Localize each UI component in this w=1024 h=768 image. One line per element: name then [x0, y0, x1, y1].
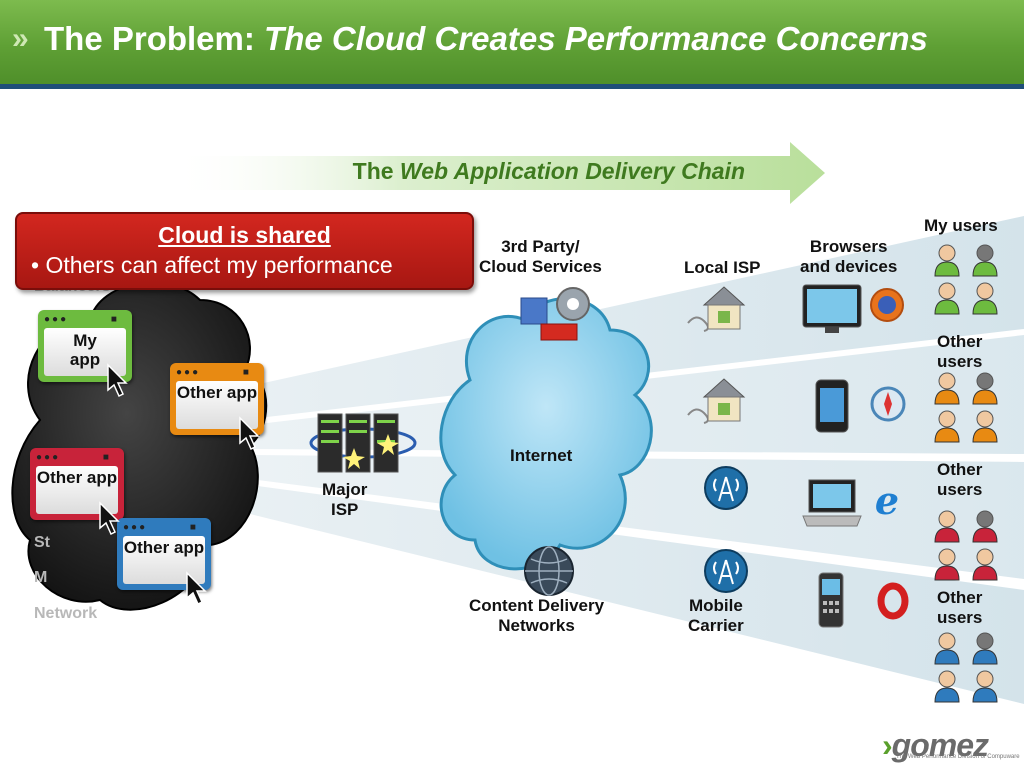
callout-title: Cloud is shared — [158, 222, 331, 248]
logo-tagline: The Web Performance Division of Compuwar… — [896, 754, 1020, 760]
app-label: Other app — [176, 381, 258, 429]
third-party-label: 3rd Party/Cloud Services — [479, 237, 602, 276]
house-icon — [687, 286, 746, 332]
user-icon — [934, 670, 960, 703]
monitor-firefox-icon — [802, 284, 904, 333]
app-label: My app — [44, 328, 126, 376]
callout-bullet: • Others can affect my performance — [31, 252, 393, 278]
gomez-logo: ›gomez — [882, 727, 989, 763]
window-dots-icon: ●●● ■ — [176, 367, 251, 378]
user-icon — [934, 244, 960, 277]
other-app-window: ●●● ■ Other app — [117, 518, 211, 590]
header-divider — [0, 84, 1024, 89]
app-label: Other app — [36, 466, 118, 514]
other-app-window: ●●● ■ Other app — [170, 363, 264, 435]
app-label: Other app — [123, 536, 205, 584]
server-rack-icon — [309, 413, 417, 473]
chevron-icon: » — [12, 22, 29, 55]
other-users-group — [934, 372, 998, 443]
delivery-chain-label: The Web Application Delivery Chain — [352, 158, 745, 184]
shared-cloud-callout: Cloud is shared • Others can affect my p… — [15, 212, 474, 290]
user-icon — [934, 510, 960, 543]
user-icon — [972, 282, 998, 315]
local-isp-label: Local ISP — [684, 258, 761, 277]
other-users-group — [934, 632, 998, 703]
user-icon — [972, 632, 998, 665]
user-icon — [972, 510, 998, 543]
other-app-window: ●●● ■ Other app — [30, 448, 124, 520]
my-users-group — [934, 244, 998, 315]
globe-icon — [524, 546, 574, 596]
user-icon — [934, 548, 960, 581]
cloud-services-icon — [520, 287, 590, 341]
feature-phone-opera-icon — [818, 572, 909, 628]
header-bar — [0, 0, 1024, 84]
ghost-label: M — [34, 569, 48, 586]
user-icon — [934, 410, 960, 443]
user-icon — [972, 670, 998, 703]
user-icon — [972, 244, 998, 277]
my-users-label: My users — [924, 216, 998, 235]
laptop-ie-icon: e — [802, 478, 899, 527]
other-users-group — [934, 510, 998, 581]
my-app-window: ●●● ■ My app — [38, 310, 132, 382]
smartphone-safari-icon — [815, 379, 906, 433]
window-dots-icon: ●●● ■ — [123, 522, 198, 533]
cell-tower-icon — [704, 466, 748, 510]
svg-text:e: e — [875, 478, 899, 523]
user-icon — [972, 410, 998, 443]
internet-label: Internet — [510, 446, 573, 465]
ghost-label: St — [34, 534, 50, 551]
cell-tower-icon — [704, 549, 748, 593]
window-dots-icon: ●●● ■ — [44, 314, 119, 325]
user-icon — [934, 632, 960, 665]
user-icon — [972, 548, 998, 581]
user-groups — [934, 244, 998, 703]
slide-title: The Problem: The Cloud Creates Performan… — [44, 20, 928, 57]
user-icon — [934, 372, 960, 405]
house-icon — [687, 378, 746, 424]
user-icon — [972, 372, 998, 405]
user-icon — [934, 282, 960, 315]
ghost-label: Network — [34, 605, 98, 622]
window-dots-icon: ●●● ■ — [36, 452, 111, 463]
